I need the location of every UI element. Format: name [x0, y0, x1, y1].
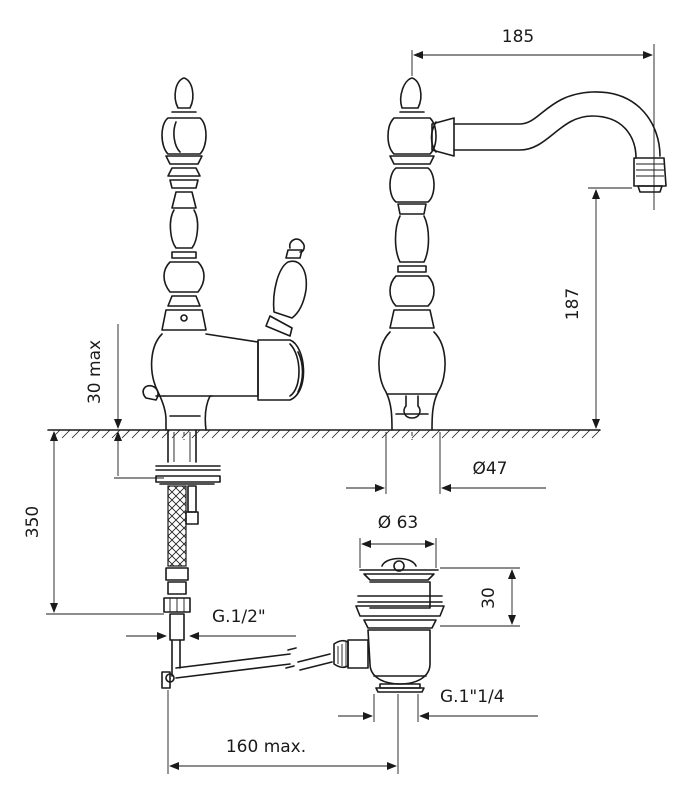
- deck-hatch-line: [581, 429, 591, 439]
- deck-hatch-line: [351, 429, 361, 439]
- deck-hatch-line: [201, 429, 211, 439]
- deck-hatch-line: [301, 429, 311, 439]
- deck-hatch-line: [431, 429, 441, 439]
- dim-185: 185: [411, 27, 655, 210]
- deck-hatch-line: [141, 429, 151, 439]
- deck-hatch-line: [501, 429, 511, 439]
- dim-160-max-label: 160 max.: [226, 737, 306, 757]
- deck-hatch-line: [371, 429, 381, 439]
- deck-hatch-line: [241, 429, 251, 439]
- dim-g-half-inch: G.1/2": [126, 607, 296, 640]
- deck-hatch-line: [511, 429, 521, 439]
- deck-hatch-line: [61, 429, 71, 439]
- dim-30-max-label: 30 max: [85, 340, 105, 404]
- deck-hatch-line: [401, 429, 411, 439]
- deck-hatch-line: [231, 429, 241, 439]
- faucet-front-view: [378, 77, 667, 431]
- deck-hatch-line: [311, 429, 321, 439]
- faucet-side-view: [142, 77, 333, 689]
- dim-187: 187: [563, 187, 632, 429]
- deck-hatch-line: [451, 429, 461, 439]
- dim-diameter-47-label: Ø47: [472, 459, 507, 479]
- deck-hatch-line: [391, 429, 401, 439]
- deck-hatch-line: [591, 429, 601, 439]
- deck-hatch-line: [521, 429, 531, 439]
- deck-hatch-line: [111, 429, 121, 439]
- deck-hatch-line: [481, 429, 491, 439]
- deck-hatch-line: [471, 429, 481, 439]
- deck-hatch-line: [171, 429, 181, 439]
- dim-g-1-1-4-label: G.1"1/4: [440, 687, 505, 707]
- deck-hatch-line: [491, 429, 501, 439]
- deck-hatch-line: [271, 429, 281, 439]
- deck-hatch-line: [81, 429, 91, 439]
- deck-hatch-line: [331, 429, 341, 439]
- deck-hatch-line: [91, 429, 101, 439]
- dim-diameter-63-label: Ø 63: [378, 513, 418, 533]
- deck-hatch-line: [441, 429, 451, 439]
- deck-hatch-line: [121, 429, 131, 439]
- deck-hatch-line: [571, 429, 581, 439]
- deck-hatch-line: [421, 429, 431, 439]
- centre-lines: [183, 432, 413, 440]
- dim-30-max: 30 max: [85, 324, 164, 479]
- dim-187-label: 187: [563, 288, 583, 320]
- dim-350-label: 350: [23, 506, 43, 538]
- deck-hatch-line: [281, 429, 291, 439]
- dim-g-half-inch-label: G.1/2": [212, 607, 266, 627]
- deck-hatch-line: [211, 429, 221, 439]
- pop-up-waste: [333, 557, 445, 693]
- deck-hatch-line: [151, 429, 161, 439]
- deck-hatch-line: [561, 429, 571, 439]
- dim-30-waste-label: 30: [479, 587, 499, 609]
- deck-hatch-line: [411, 429, 421, 439]
- deck-hatch-line: [221, 429, 231, 439]
- deck-hatch-line: [291, 429, 301, 439]
- dim-diameter-47: Ø47: [346, 432, 546, 494]
- deck-hatch-line: [51, 429, 61, 439]
- dim-160-max: 160 max.: [167, 690, 399, 774]
- deck-hatch-line: [531, 429, 541, 439]
- dim-30-waste: 30: [440, 567, 520, 627]
- deck-hatch-line: [251, 429, 261, 439]
- dim-185-label: 185: [502, 27, 534, 47]
- deck-hatch-line: [101, 429, 111, 439]
- deck-hatch-line: [551, 429, 561, 439]
- deck-hatch-line: [131, 429, 141, 439]
- deck-hatch-line: [461, 429, 471, 439]
- deck-surface: [47, 429, 601, 439]
- deck-hatch-line: [341, 429, 351, 439]
- dim-g-1-1-4: G.1"1/4: [338, 687, 538, 722]
- deck-hatch-line: [71, 429, 81, 439]
- deck-hatch-line: [361, 429, 371, 439]
- deck-hatch-line: [181, 429, 191, 439]
- dim-diameter-63: Ø 63: [359, 513, 437, 568]
- dim-350: 350: [23, 431, 164, 615]
- deck-hatch-line: [261, 429, 271, 439]
- deck-hatch-line: [321, 429, 331, 439]
- deck-hatch-line: [541, 429, 551, 439]
